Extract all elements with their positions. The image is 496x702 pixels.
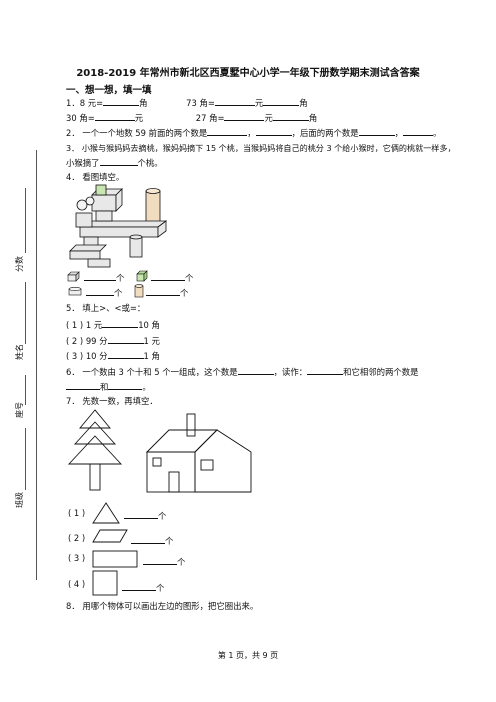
seat-label: 座号 [15, 402, 24, 418]
q1-blank-2[interactable] [214, 97, 255, 106]
seat-blank[interactable] [25, 375, 26, 405]
q7-row4: ( 4 ) [68, 579, 86, 589]
score-blank[interactable] [25, 188, 26, 253]
q2-blank-4[interactable] [402, 127, 433, 136]
q4-row1-a: 个 [84, 272, 124, 284]
q4-row2-a: 个 [86, 287, 122, 299]
name-label: 姓名 [15, 344, 24, 360]
q5-blank-3[interactable] [107, 350, 144, 359]
q7-blank-4[interactable] [122, 582, 156, 591]
q7-row4-answer: 个 [122, 582, 164, 594]
parallelogram-icon [92, 529, 128, 543]
q4-row1-b: 个 [151, 272, 193, 284]
q7-blank-3[interactable] [143, 556, 177, 565]
tall-cylinder-icon [134, 284, 144, 298]
name-blank[interactable] [25, 282, 26, 344]
q2-blank-2[interactable] [255, 127, 292, 136]
small-cylinder-icon [68, 287, 82, 296]
q2-blank-1[interactable] [207, 127, 248, 136]
q7-row3: ( 3 ) [68, 553, 86, 563]
q7-row1-answer: 个 [124, 510, 166, 522]
q4-blank-1[interactable] [84, 272, 116, 281]
q6-line2: 和。 [66, 381, 151, 393]
page-title: 2018-2019 年常州市新北区西夏墅中心小学一年级下册数学期末测试含答案 [76, 68, 420, 79]
small-cube-icon [67, 271, 80, 282]
q4-row2-b: 个 [146, 287, 188, 299]
q3-line2: 小猴摘了个桃。 [66, 157, 163, 168]
q1-blank-1[interactable] [103, 97, 140, 106]
green-cube-icon [136, 270, 148, 282]
q2-blank-3[interactable] [358, 127, 395, 136]
house-figure [145, 413, 252, 493]
q6-blank-1[interactable] [237, 366, 274, 375]
score-label: 分数 [15, 256, 24, 272]
q2: 2． 一个一个地数 59 前面的两个数是，，后面的两个数是，。 [66, 127, 442, 138]
class-blank[interactable] [25, 428, 26, 490]
q4-blank-3[interactable] [86, 287, 114, 296]
q7-row2: ( 2 ) [68, 533, 86, 543]
q3-line1: 3． 小猴与猴妈妈去摘桃，猴妈妈摘下 15 个桃，当猴妈妈将自己的桃分 3 个给… [66, 143, 456, 153]
q1-row2: 30 角=元 27 角=元角 [66, 112, 318, 123]
page-footer: 第 1 页，共 9 页 [217, 651, 279, 660]
section-title: 一、想一想，填一填 [66, 85, 152, 96]
q8-text: 8． 用哪个物体可以画出左边的图形，把它圈出来。 [66, 601, 259, 611]
q1-blank-3[interactable] [263, 97, 300, 106]
binding-line [36, 150, 37, 580]
q7-row2-answer: 个 [131, 535, 173, 547]
tree-figure [67, 409, 123, 491]
q6-blank-2[interactable] [307, 366, 344, 375]
q4-blank-4[interactable] [146, 287, 180, 296]
q7-row3-answer: 个 [143, 556, 185, 568]
q5-title: 5． 填上>、<或=： [66, 303, 146, 313]
square-icon [92, 570, 118, 596]
q6-line1: 6． 一个数由 3 个十和 5 个一组成，这个数是，读作：和它相邻的两个数是 [66, 366, 419, 377]
q7-row1: ( 1 ) [68, 508, 86, 518]
q3-blank[interactable] [99, 157, 138, 166]
q6-blank-4[interactable] [108, 381, 143, 390]
q1-blank-5[interactable] [224, 112, 265, 121]
q1-row1: 1．8 元=角 73 角=元角 [66, 97, 308, 108]
building-blocks-figure [69, 184, 168, 268]
q4-title: 4． 看图填空。 [66, 172, 125, 182]
class-label: 班级 [15, 492, 24, 508]
q1-blank-4[interactable] [94, 112, 135, 121]
triangle-icon [92, 502, 120, 524]
q4-blank-2[interactable] [151, 272, 185, 281]
q1-blank-6[interactable] [272, 112, 309, 121]
q7-blank-1[interactable] [124, 510, 158, 519]
q5-blank-2[interactable] [107, 335, 144, 344]
q5-blank-1[interactable] [102, 319, 139, 328]
q7-title: 7． 先数一数，再填空． [66, 396, 158, 406]
rectangle-icon [92, 550, 138, 568]
q6-blank-3[interactable] [66, 381, 100, 390]
q7-blank-2[interactable] [131, 535, 165, 544]
